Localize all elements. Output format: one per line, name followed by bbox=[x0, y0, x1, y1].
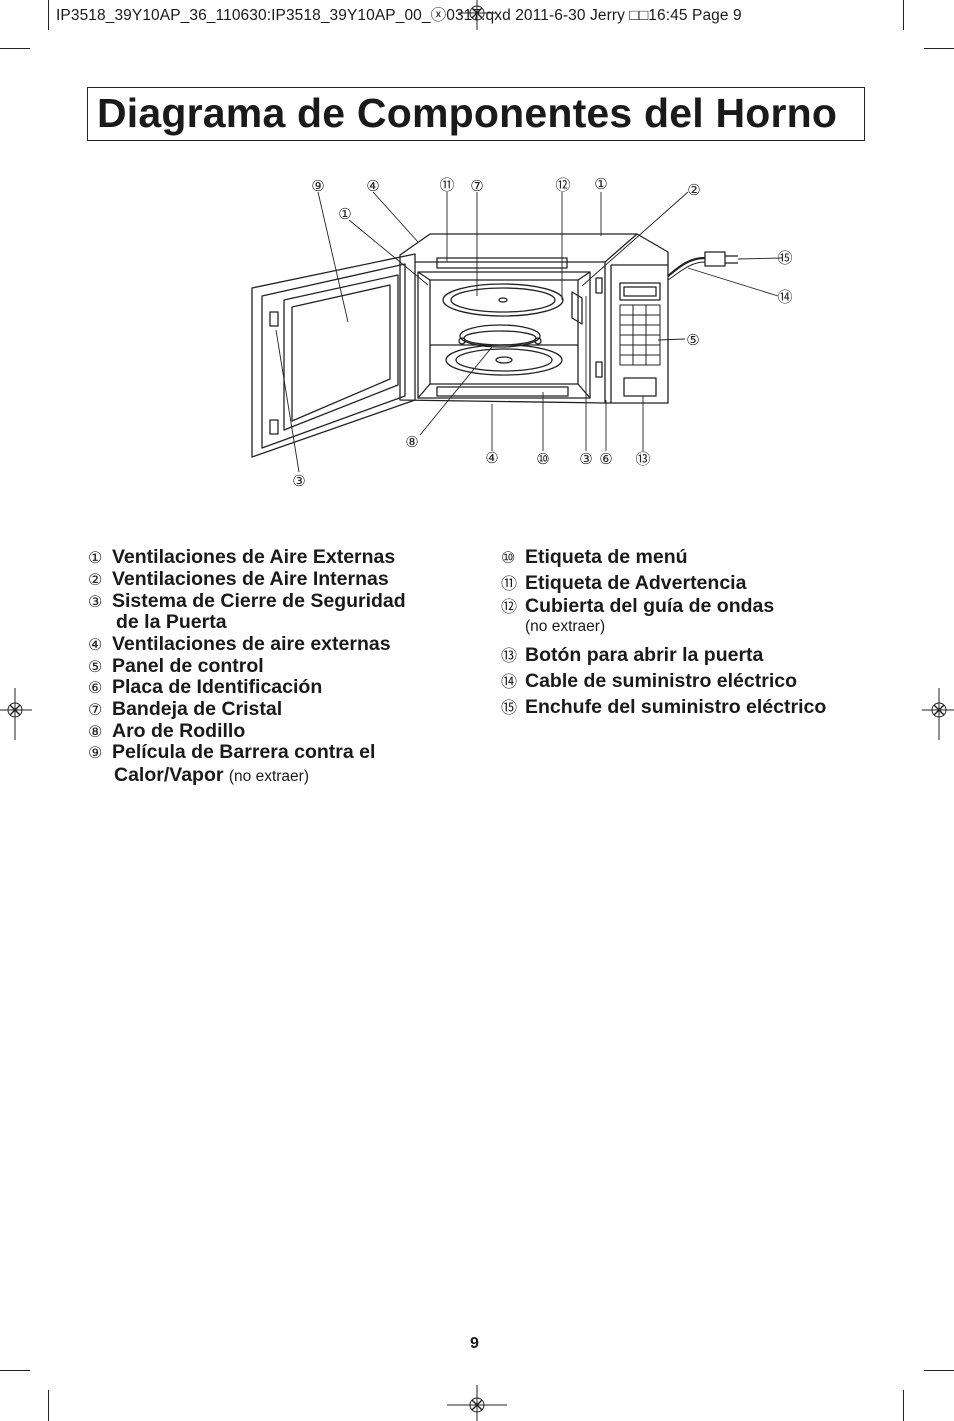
legend-item: ⑦ Bandeja de Cristal bbox=[88, 698, 282, 721]
legend-number: ⑤ bbox=[88, 659, 103, 676]
legend-text: Bandeja de Cristal bbox=[112, 698, 283, 720]
legend-item: ⑬ Botón para abrir la puerta bbox=[501, 642, 763, 667]
legend-number: ③ bbox=[88, 594, 103, 611]
crop-mark bbox=[903, 0, 904, 30]
legend-item: ⑩ Etiqueta de menú bbox=[501, 546, 688, 569]
title-box: Diagrama de Componentes del Horno bbox=[87, 87, 865, 141]
legend-number: ⑮ bbox=[501, 700, 518, 717]
callout-3: ③ bbox=[292, 472, 305, 490]
callout-11: ⑪ bbox=[439, 176, 454, 194]
roller-ring bbox=[459, 324, 541, 348]
legend-number: ⑨ bbox=[88, 745, 103, 762]
legend-text: Aro de Rodillo bbox=[112, 720, 246, 742]
callout-8: ⑧ bbox=[405, 433, 418, 451]
page-number: 9 bbox=[470, 1335, 479, 1352]
callout-4: ④ bbox=[485, 449, 498, 467]
legend-text-continued: Calor/Vapor (no extraer) bbox=[114, 764, 309, 787]
oven-cavity bbox=[417, 271, 591, 399]
legend-number: ⑭ bbox=[501, 674, 518, 691]
legend-item: ④ Ventilaciones de aire externas bbox=[88, 633, 391, 656]
legend-item: ⑨ Película de Barrera contra el bbox=[88, 741, 375, 764]
control-display bbox=[619, 282, 661, 301]
callout-10: ⑩ bbox=[536, 450, 549, 468]
callout-13: ⑬ bbox=[635, 450, 650, 468]
crop-mark bbox=[48, 0, 49, 30]
crop-mark bbox=[903, 1390, 904, 1421]
legend-text: Ventilaciones de aire externas bbox=[112, 633, 391, 655]
legend-number: ⑩ bbox=[501, 550, 516, 567]
legend-text: Ventilaciones de Aire Internas bbox=[112, 568, 389, 590]
door-open-button bbox=[623, 377, 657, 397]
callout-14: ⑭ bbox=[777, 288, 792, 306]
callout-1: ① bbox=[338, 205, 351, 223]
legend-number: ① bbox=[88, 550, 103, 567]
legend-note: (no extraer) bbox=[228, 768, 309, 785]
legend-text: Enchufe del suministro eléctrico bbox=[525, 696, 827, 718]
legend-number: ⑥ bbox=[88, 680, 103, 697]
legend-number: ④ bbox=[88, 637, 103, 654]
legend-text: Etiqueta de Advertencia bbox=[525, 572, 747, 594]
warning-label bbox=[436, 257, 568, 269]
legend-item: ③ Sistema de Cierre de Seguridad bbox=[88, 590, 406, 613]
legend-number: ⑧ bbox=[88, 724, 103, 741]
legend-text: Cubierta del guía de ondas bbox=[525, 595, 775, 617]
legend-text: Película de Barrera contra el bbox=[112, 741, 376, 763]
page-title: Diagrama de Componentes del Horno bbox=[97, 90, 838, 136]
legend-item: ② Ventilaciones de Aire Internas bbox=[88, 568, 389, 591]
callout-15: ⑮ bbox=[777, 249, 792, 267]
legend-item: ⑮ Enchufe del suministro eléctrico bbox=[501, 694, 826, 719]
legend-item: ⑤ Panel de control bbox=[88, 655, 264, 678]
legend-item: ⑥ Placa de Identificación bbox=[88, 676, 322, 699]
callout-2: ② bbox=[687, 181, 700, 199]
legend-text: Sistema de Cierre de Seguridad bbox=[112, 590, 406, 612]
legend-item: ⑪ Etiqueta de Advertencia bbox=[501, 570, 746, 595]
legend-text: Panel de control bbox=[112, 655, 264, 677]
legend-text: Etiqueta de menú bbox=[525, 546, 688, 568]
legend-text: Ventilaciones de Aire Externas bbox=[112, 546, 396, 568]
power-plug bbox=[704, 251, 726, 267]
legend-item: ⑫ Cubierta del guía de ondas bbox=[501, 593, 774, 618]
legend-number: ⑫ bbox=[501, 599, 518, 616]
callout-3: ③ bbox=[579, 450, 592, 468]
legend-number: ⑦ bbox=[88, 702, 103, 719]
callout-5: ⑤ bbox=[686, 331, 699, 349]
legend-text-continued: de la Puerta bbox=[116, 611, 227, 633]
crop-mark bbox=[0, 48, 30, 49]
callout-6: ⑥ bbox=[599, 450, 612, 468]
menu-label bbox=[436, 386, 569, 397]
legend-number: ⑪ bbox=[501, 576, 518, 593]
legend-number: ⑬ bbox=[501, 648, 518, 665]
legend-text: Botón para abrir la puerta bbox=[525, 644, 764, 666]
callout-12: ⑫ bbox=[555, 176, 570, 194]
legend-text: Cable de suministro eléctrico bbox=[525, 670, 798, 692]
legend-item: ⑭ Cable de suministro eléctrico bbox=[501, 668, 797, 693]
cabinet-outline bbox=[399, 233, 669, 404]
callout-9: ⑨ bbox=[311, 177, 324, 195]
callout-1: ① bbox=[594, 175, 607, 193]
legend-item: ⑧ Aro de Rodillo bbox=[88, 720, 245, 743]
crop-mark bbox=[924, 48, 954, 49]
crop-mark bbox=[924, 1370, 954, 1371]
legend-text: Calor/Vapor bbox=[114, 764, 224, 786]
callout-7: ⑦ bbox=[470, 177, 483, 195]
legend-note: (no extraer) bbox=[525, 618, 606, 635]
oven-door bbox=[251, 253, 416, 458]
legend-number: ② bbox=[88, 572, 103, 589]
waveguide-cover bbox=[571, 291, 583, 325]
callout-4: ④ bbox=[366, 177, 379, 195]
legend-text: Placa de Identificación bbox=[112, 676, 323, 698]
print-slug: IP3518_39Y10AP_36_110630:IP3518_39Y10AP_… bbox=[56, 7, 742, 24]
crop-mark bbox=[48, 1390, 49, 1421]
glass-tray bbox=[442, 283, 564, 317]
crop-mark bbox=[0, 1370, 30, 1371]
legend-item: ① Ventilaciones de Aire Externas bbox=[88, 546, 395, 569]
